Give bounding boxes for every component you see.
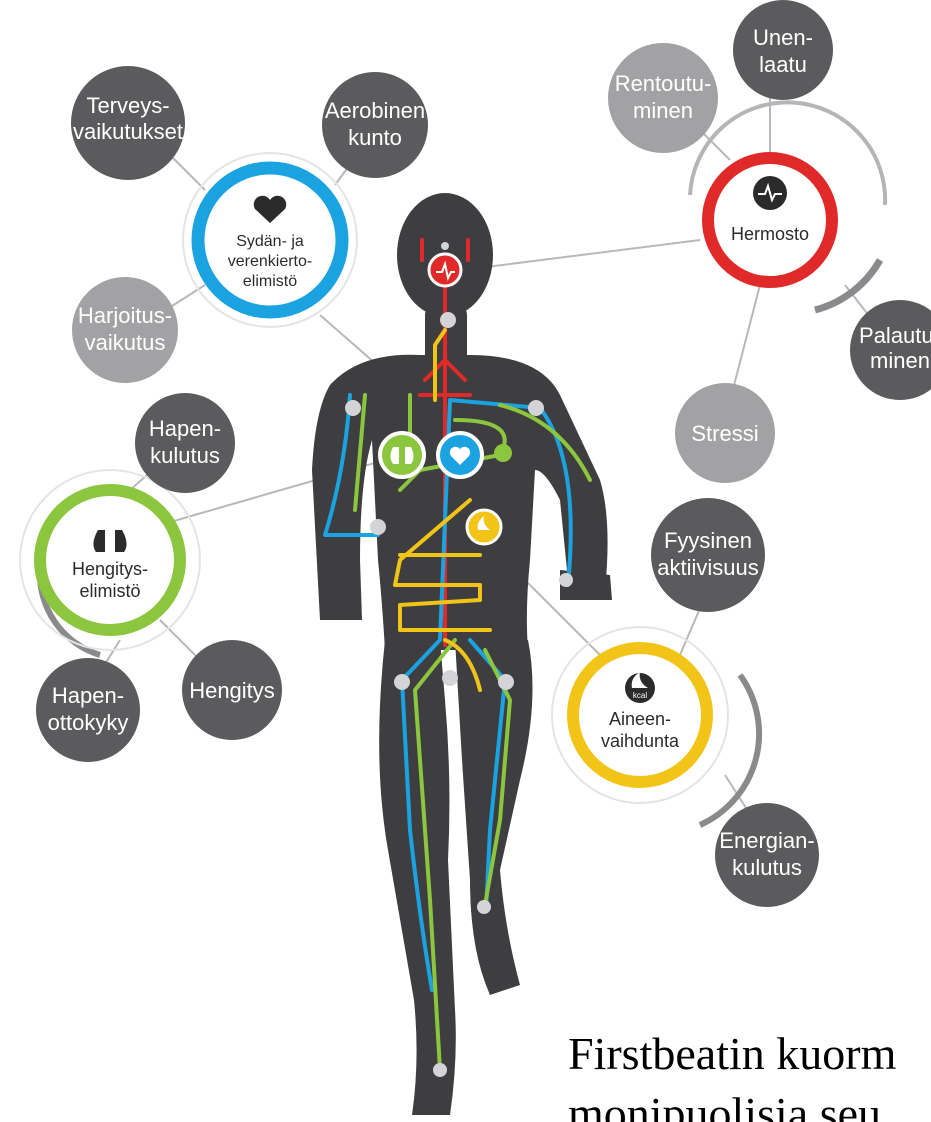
svg-text:vaikutukset: vaikutukset xyxy=(73,119,183,144)
svg-text:Fyysinen: Fyysinen xyxy=(664,528,752,553)
metabolism-ring: kcal Aineen- vaihdunta xyxy=(551,626,763,828)
svg-text:Energian-: Energian- xyxy=(719,828,814,853)
svg-text:laatu: laatu xyxy=(759,52,807,77)
bubble-stress: Stressi xyxy=(675,383,775,483)
caption-line-2: monipuolisia seu xyxy=(568,1088,882,1122)
path-nodes xyxy=(345,242,573,1077)
metabolism-line1: Aineen- xyxy=(609,709,671,729)
svg-text:Hengitys: Hengitys xyxy=(189,678,275,703)
brain-node xyxy=(427,252,463,288)
bubble-health-effects: Terveys- vaikutukset xyxy=(71,66,185,180)
lungs-node xyxy=(378,431,426,479)
svg-text:Palautu-: Palautu- xyxy=(859,323,931,348)
bubble-recovery: Palautu- minen xyxy=(850,300,931,400)
green-node xyxy=(494,444,512,462)
svg-text:Terveys-: Terveys- xyxy=(86,93,169,118)
svg-text:Unen-: Unen- xyxy=(753,25,813,50)
bubble-training-effect: Harjoitus- vaikutus xyxy=(72,277,178,383)
flame-kcal-icon xyxy=(631,672,648,688)
svg-text:kulutus: kulutus xyxy=(732,855,802,880)
heart-icon xyxy=(253,195,287,223)
respiratory-line2: elimistö xyxy=(79,581,140,601)
heartbeat-monitor-icon xyxy=(758,182,782,203)
pathways xyxy=(323,238,592,1072)
svg-text:ottokyky: ottokyky xyxy=(48,710,129,735)
metabolism-line2: vaihdunta xyxy=(601,731,680,751)
respiratory-line1: Hengitys- xyxy=(72,559,148,579)
svg-text:kulutus: kulutus xyxy=(150,443,220,468)
kcal-icon-label: kcal xyxy=(633,691,647,700)
bubble-sleep-quality: Unen- laatu xyxy=(733,0,833,100)
caption-line-1: Firstbeatin kuorm xyxy=(568,1028,897,1079)
heart-icon xyxy=(449,446,471,465)
svg-text:Aerobinen: Aerobinen xyxy=(325,98,425,123)
bubble-breathing: Hengitys xyxy=(182,640,282,740)
bubble-aerobic-fitness: Aerobinen kunto xyxy=(322,72,428,178)
svg-text:vaikutus: vaikutus xyxy=(85,330,166,355)
svg-text:minen: minen xyxy=(633,98,693,123)
kcal-node xyxy=(465,508,503,546)
nervous-system-label: Hermosto xyxy=(731,224,809,244)
lungs-icon xyxy=(390,447,414,464)
caption-text: Firstbeatin kuorm monipuolisia seu xyxy=(568,1024,931,1122)
svg-text:aktiivisuus: aktiivisuus xyxy=(657,555,758,580)
bubble-oxygen-uptake: Hapen- ottokyky xyxy=(36,658,140,762)
heart-system-ring: Sydän- ja verenkierto- elimistö xyxy=(182,152,358,328)
svg-text:Rentoutu-: Rentoutu- xyxy=(615,71,712,96)
respiratory-system-ring: Hengitys- elimistö xyxy=(19,469,201,658)
bubble-energy-expenditure: Energian- kulutus xyxy=(715,803,819,907)
flame-icon xyxy=(477,516,490,530)
svg-text:kunto: kunto xyxy=(348,125,402,150)
nervous-system-ring: Hermosto xyxy=(688,100,888,314)
heart-system-line2: verenkierto- xyxy=(228,253,312,270)
heart-node xyxy=(436,431,484,479)
heart-system-line3: elimistö xyxy=(243,273,297,290)
heart-system-line1: Sydän- ja xyxy=(236,233,304,250)
bubble-oxygen-consumption: Hapen- kulutus xyxy=(135,393,235,493)
svg-text:Hapen-: Hapen- xyxy=(52,683,124,708)
bubble-physical-activity: Fyysinen aktiivisuus xyxy=(651,498,765,612)
svg-text:minen: minen xyxy=(870,348,930,373)
svg-text:Stressi: Stressi xyxy=(691,421,758,446)
bubble-relaxation: Rentoutu- minen xyxy=(608,43,718,153)
svg-text:Hapen-: Hapen- xyxy=(149,416,221,441)
lungs-icon xyxy=(93,530,127,552)
svg-text:Harjoitus-: Harjoitus- xyxy=(78,303,172,328)
pulse-icon xyxy=(436,260,455,281)
